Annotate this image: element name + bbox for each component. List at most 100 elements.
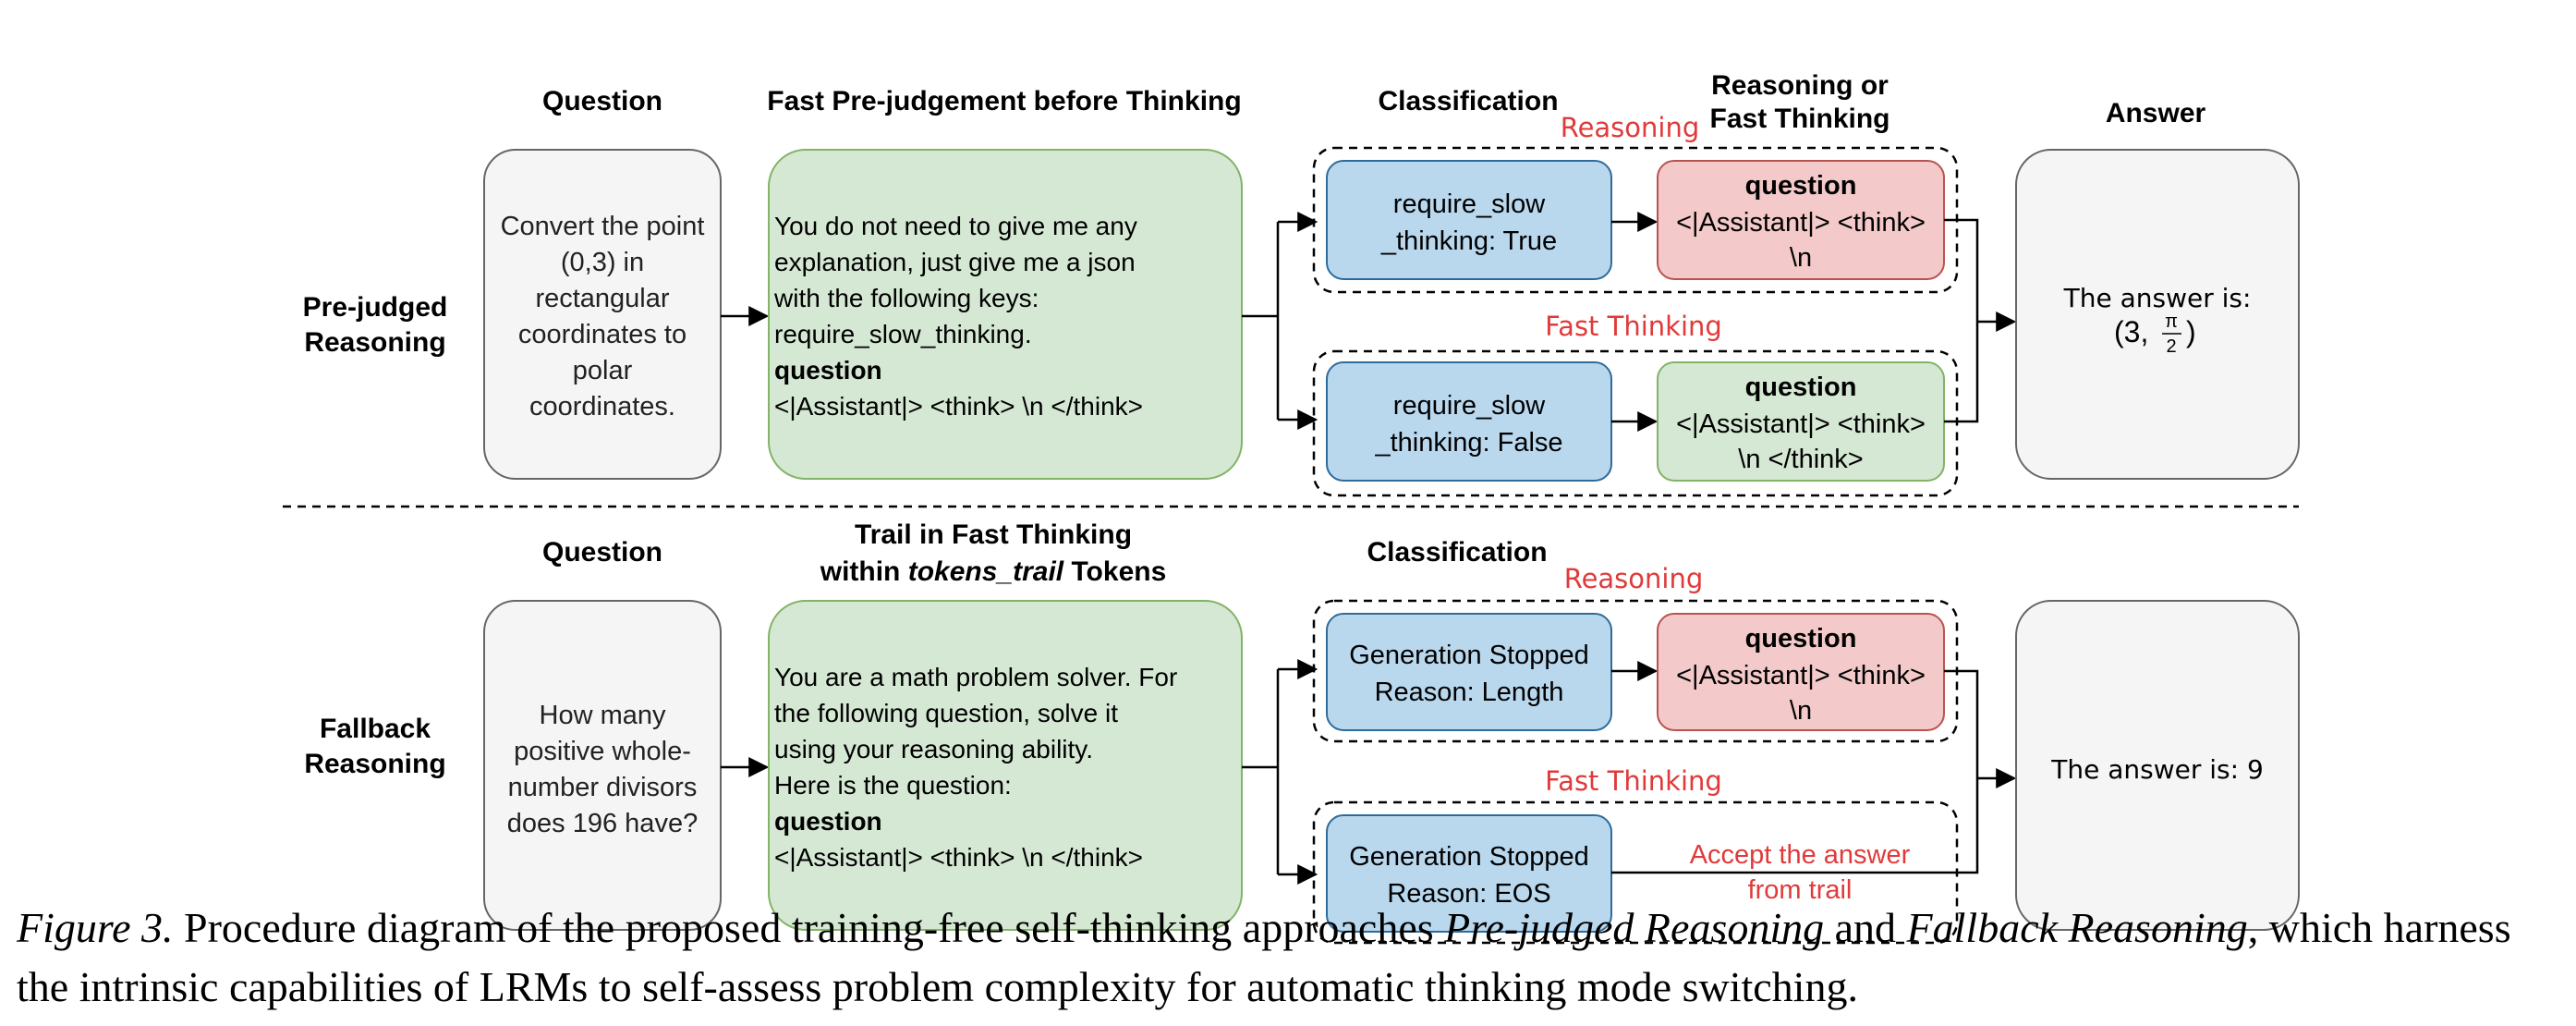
fast-branch-label-2: Fast Thinking — [1545, 765, 1722, 797]
reasoning-output-text: question <|Assistant|> <think> \n — [1676, 171, 1926, 273]
svg-text:Generation Stopped: Generation Stopped — [1349, 641, 1589, 670]
svg-text:number divisors: number divisors — [508, 773, 698, 802]
svg-text:Convert the point: Convert the point — [501, 212, 705, 241]
svg-text:question: question — [1745, 624, 1857, 653]
caption-italic-1: Pre-judged Reasoning — [1444, 904, 1825, 951]
svg-text:explanation, just give me a js: explanation, just give me a json — [774, 248, 1136, 276]
class-length-text: Generation Stopped Reason: Length — [1349, 641, 1589, 707]
svg-text:<|Assistant|> <think>: <|Assistant|> <think> — [1676, 409, 1926, 439]
svg-text:require_slow_thinking.: require_slow_thinking. — [774, 320, 1032, 348]
caption-italic-2: Fallback Reasoning — [1906, 904, 2248, 951]
fallback-section: Question Trail in Fast Thinking within t… — [304, 519, 2300, 945]
header-trail: Trail in Fast Thinking — [855, 519, 1132, 550]
header-fast-thinking: Fast Thinking — [1710, 104, 1890, 134]
svg-text:the following question, solve: the following question, solve it — [774, 699, 1118, 727]
answer-label-2: The answer is: 9 — [2050, 754, 2264, 785]
header-prejudgement: Fast Pre-judgement before Thinking — [767, 86, 1241, 116]
svg-text:Accept the answer: Accept the answer — [1690, 840, 1911, 870]
svg-text:Here is the question:: Here is the question: — [774, 771, 1012, 800]
svg-text:\n </think>: \n </think> — [1738, 445, 1863, 474]
svg-text:question: question — [1745, 171, 1857, 201]
question-box-2 — [483, 600, 722, 931]
question-text-2: How many positive whole- number divisors… — [507, 701, 698, 838]
svg-text:π: π — [2165, 311, 2178, 332]
fast-branch-group — [1312, 349, 1959, 497]
svg-text:question: question — [1745, 373, 1857, 402]
svg-text:question: question — [774, 807, 882, 836]
svg-text:coordinates to: coordinates to — [518, 320, 687, 349]
prompt-box-2 — [768, 600, 1243, 931]
svg-text:<|Assistant|> <think> \n </thi: <|Assistant|> <think> \n </think> — [774, 392, 1143, 421]
svg-text:<|Assistant|> <think> \n </thi: <|Assistant|> <think> \n </think> — [774, 843, 1143, 872]
svg-text:does 196 have?: does 196 have? — [507, 809, 698, 838]
reasoning-branch-label-2: Reasoning — [1564, 563, 1704, 594]
accept-answer-label: Accept the answer from trail — [1690, 840, 1911, 905]
row-label-fallback: Fallback — [320, 714, 431, 744]
svg-text:<|Assistant|> <think>: <|Assistant|> <think> — [1676, 208, 1926, 238]
svg-text:Generation Stopped: Generation Stopped — [1349, 842, 1589, 872]
svg-text:Reason: EOS: Reason: EOS — [1387, 879, 1550, 909]
svg-text:_thinking: True: _thinking: True — [1380, 226, 1557, 256]
svg-text:using your reasoning ability.: using your reasoning ability. — [774, 735, 1093, 763]
svg-text:2: 2 — [2166, 336, 2176, 357]
svg-text:<|Assistant|> <think>: <|Assistant|> <think> — [1676, 661, 1926, 690]
caption-text-1: Procedure diagram of the proposed traini… — [173, 904, 1445, 951]
svg-text:positive whole-: positive whole- — [514, 737, 691, 766]
merge-connector — [1944, 218, 1979, 423]
row-label-reasoning: Reasoning — [304, 327, 445, 358]
header-answer: Answer — [2106, 98, 2206, 128]
svg-text:You do not need to give me any: You do not need to give me any — [774, 212, 1137, 240]
svg-text:rectangular: rectangular — [535, 284, 669, 313]
class-slow-true-text: require_slow _thinking: True — [1380, 189, 1557, 256]
fast-branch-label: Fast Thinking — [1545, 311, 1722, 342]
prompt-text-2: You are a math problem solver. For the f… — [774, 663, 1177, 872]
figure-label: Figure 3. — [17, 904, 174, 951]
fast-output-text: question <|Assistant|> <think> \n </thin… — [1676, 373, 1926, 474]
svg-text:You are a math problem solver.: You are a math problem solver. For — [774, 663, 1177, 691]
svg-text:with the following keys:: with the following keys: — [773, 284, 1039, 312]
svg-text:How many: How many — [540, 701, 666, 730]
svg-text:): ) — [2186, 315, 2196, 348]
header-reasoning-or: Reasoning or — [1711, 70, 1889, 101]
merge-connector-2 — [1611, 669, 1979, 874]
question-box — [483, 149, 722, 480]
class-eos-text: Generation Stopped Reason: EOS — [1349, 842, 1589, 909]
reasoning-branch-label: Reasoning — [1561, 112, 1700, 143]
svg-text:(0,3) in: (0,3) in — [561, 248, 644, 277]
svg-text:question: question — [774, 356, 882, 385]
header-trail-tokens: within tokens_trail Tokens — [820, 556, 1167, 587]
header-classification: Classification — [1378, 86, 1558, 116]
svg-text:coordinates.: coordinates. — [529, 392, 675, 421]
answer-label: The answer is: — [2063, 283, 2252, 313]
prompt-box — [768, 149, 1243, 480]
prejudged-section: Question Fast Pre-judgement before Think… — [303, 70, 2300, 497]
prompt-text: You do not need to give me any explanati… — [773, 212, 1143, 421]
svg-text:_thinking: False: _thinking: False — [1374, 428, 1562, 458]
svg-text:from trail: from trail — [1748, 875, 1853, 905]
class-slow-false-text: require_slow _thinking: False — [1374, 391, 1562, 458]
reasoning-output-text-2: question <|Assistant|> <think> \n — [1676, 624, 1926, 726]
class-length-box — [1326, 613, 1612, 731]
svg-text:\n: \n — [1790, 243, 1812, 273]
svg-text:(3,: (3, — [2114, 315, 2148, 348]
caption-text-3: , which harness the intrinsic capabiliti… — [17, 904, 2511, 1010]
caption-text-2: and — [1824, 904, 1907, 951]
svg-text:polar: polar — [573, 356, 633, 385]
svg-text:\n: \n — [1790, 696, 1812, 726]
header-question-2: Question — [542, 537, 662, 568]
answer-math: (3, π 2 ) — [2114, 311, 2196, 357]
svg-text:Reason: Length: Reason: Length — [1375, 678, 1564, 707]
class-slow-true-box — [1326, 160, 1612, 280]
question-text: Convert the point (0,3) in rectangular c… — [501, 212, 705, 421]
class-slow-false-box — [1326, 361, 1612, 482]
answer-box-2 — [2015, 600, 2300, 931]
figure-caption: Figure 3. Procedure diagram of the propo… — [17, 898, 2567, 1017]
answer-box — [2015, 149, 2300, 480]
header-question: Question — [542, 86, 662, 116]
svg-text:require_slow: require_slow — [1393, 189, 1546, 219]
svg-text:require_slow: require_slow — [1393, 391, 1546, 421]
row-label-reasoning-2: Reasoning — [304, 749, 445, 779]
row-label-prejudged: Pre-judged — [303, 292, 448, 323]
header-classification-2: Classification — [1367, 537, 1547, 568]
